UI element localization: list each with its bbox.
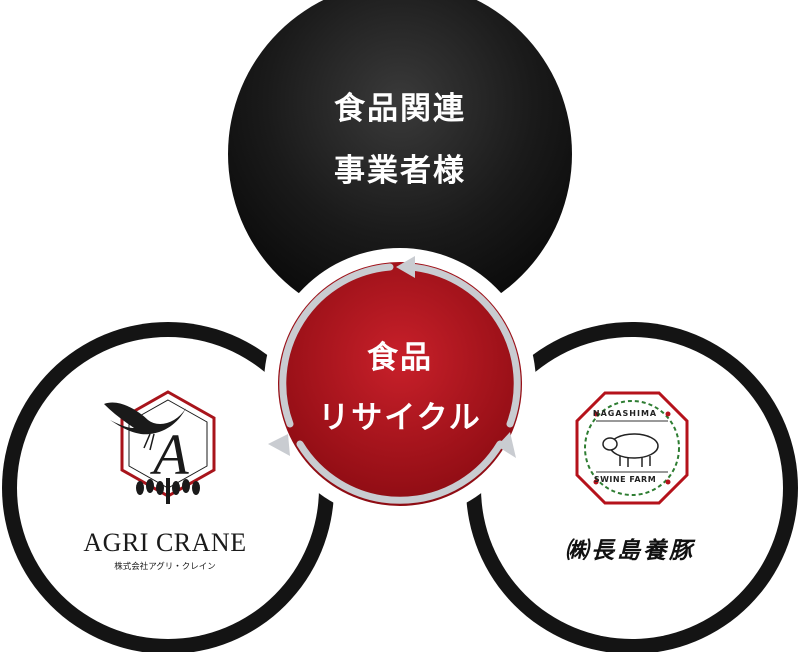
wreath-circle: [584, 400, 680, 496]
cycle-arrowheads: [268, 256, 516, 458]
leaf-ornaments: [593, 411, 671, 485]
nagashima-badge: [575, 391, 689, 505]
nagashima-company-name: ㈱長島養豚: [565, 537, 695, 564]
monogram-letter: A: [149, 422, 189, 487]
agri-crane-emblem: A: [104, 390, 216, 504]
center-circle: [278, 262, 522, 506]
food-business-line2: 事業者様: [334, 153, 466, 189]
arrowhead-left: [268, 434, 290, 456]
cycle-arrows: [279, 263, 521, 504]
nagashima-badge-top: NAGASHIMA: [592, 409, 658, 418]
grain-ornament: [136, 478, 200, 504]
top-circle: [228, 0, 572, 326]
arrowhead-right: [497, 432, 516, 458]
food-recycling-line1: 食品: [367, 340, 433, 376]
nagashima-badge-bottom: SWINE FARM: [593, 475, 657, 484]
arrowhead-top: [396, 256, 415, 278]
agri-crane-subtitle: 株式会社アグリ・クレイン: [114, 562, 216, 572]
octagon-frame: [575, 391, 689, 505]
crane-icon: [104, 402, 186, 435]
pig-icon: [602, 433, 659, 467]
food-recycling-line2: リサイクル: [318, 400, 482, 436]
agri-crane-name: AGRI CRANE: [83, 528, 247, 557]
food-business-label: 食品関連 事業者様: [300, 78, 500, 202]
food-recycling-label: 食品 リサイクル: [295, 328, 505, 448]
food-business-line1: 食品関連: [334, 91, 466, 127]
right-circle-inner: [481, 337, 783, 639]
